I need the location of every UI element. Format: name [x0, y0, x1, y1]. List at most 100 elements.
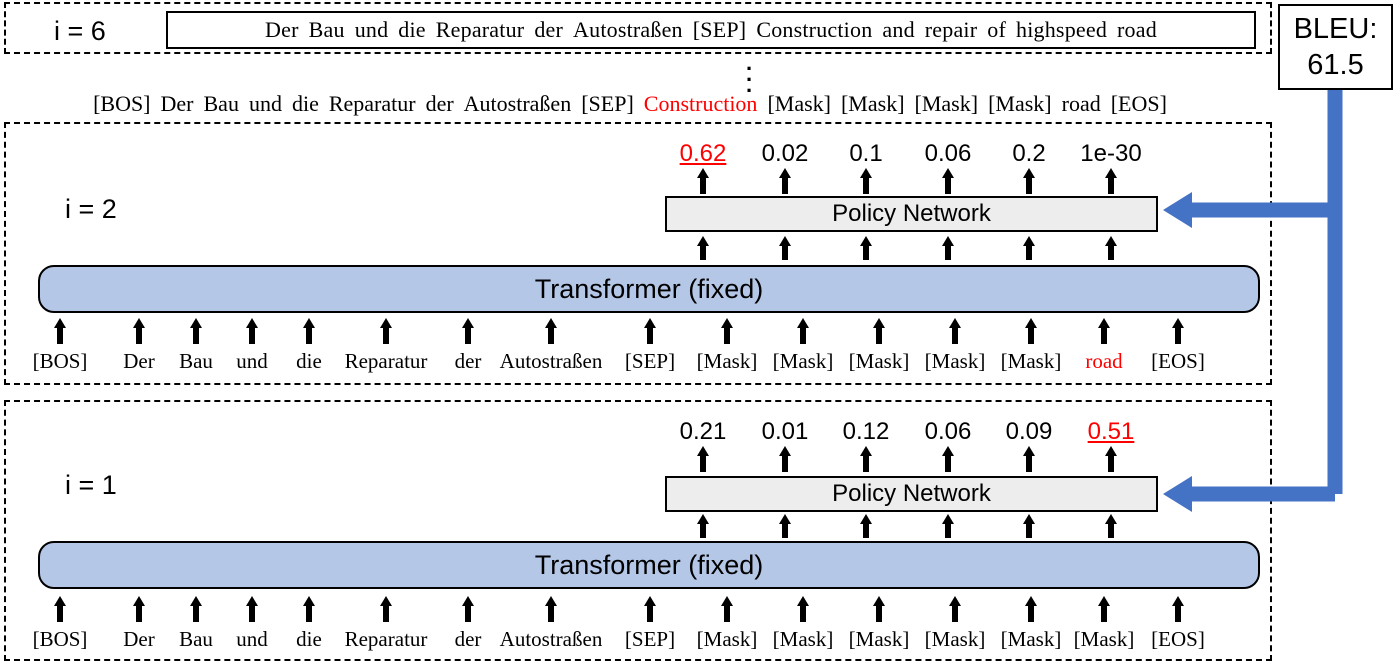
arrow-head-icon — [303, 318, 315, 328]
policy-input-arrow-icon-i1 — [1023, 514, 1035, 538]
input-arrow-icon-i1 — [190, 596, 202, 622]
input-arrow-icon-i2 — [54, 318, 66, 344]
sequence-token: Bau — [203, 91, 239, 116]
policy-input-arrow-icon-i2 — [1023, 236, 1035, 260]
sequence-token: and — [882, 17, 915, 42]
input-token-i1: und — [236, 627, 268, 651]
arrow-shaft — [1028, 605, 1034, 622]
arrow-shaft — [57, 327, 63, 344]
input-token-i2: der — [454, 349, 482, 373]
input-arrow-icon-i2 — [644, 318, 656, 344]
input-arrow-icon-i1 — [873, 596, 885, 622]
arrow-head-icon — [545, 596, 557, 606]
sequence-token: Construction — [756, 17, 873, 42]
arrow-head-icon — [462, 318, 474, 328]
arrow-shaft — [1026, 523, 1032, 538]
input-arrow-icon-i1 — [644, 596, 656, 622]
probability-label-i2: 0.2 — [1012, 140, 1046, 167]
arrow-head-icon — [949, 596, 961, 606]
arrow-shaft — [57, 605, 63, 622]
sequence-token: repair — [924, 17, 978, 42]
transformer-block-i2[interactable]: Transformer (fixed) — [38, 265, 1260, 313]
arrow-head-icon — [246, 596, 258, 606]
sequence-token: Der — [160, 91, 194, 116]
policy-input-arrow-icon-i2 — [697, 236, 709, 260]
policy-input-arrow-icon-i2 — [860, 236, 872, 260]
arrow-head-icon — [873, 596, 885, 606]
sequence-token: Bau — [308, 17, 345, 42]
arrow-shaft — [249, 327, 255, 344]
sequence-token: [Mask] — [767, 91, 831, 116]
probability-label-i1: 0.51 — [1087, 418, 1135, 445]
arrow-shaft — [249, 605, 255, 622]
arrow-shaft — [647, 605, 653, 622]
arrow-head-icon — [949, 318, 961, 328]
arrow-shaft — [700, 177, 706, 194]
arrow-head-icon — [942, 236, 954, 246]
policy-network-block-i2[interactable]: Policy Network — [665, 196, 1158, 232]
arrow-shaft — [548, 605, 554, 622]
policy-input-arrow-icon-i2 — [1105, 236, 1117, 260]
arrow-head-icon — [1105, 514, 1117, 524]
input-token-i1: die — [296, 627, 322, 651]
probability-label-i1: 0.06 — [924, 418, 972, 445]
probability-label-i2: 0.1 — [849, 140, 883, 167]
arrow-shaft — [1108, 245, 1114, 260]
input-arrow-icon-i2 — [462, 318, 474, 344]
policy-output-arrow-icon-i1 — [942, 446, 954, 472]
input-arrow-icon-i1 — [721, 596, 733, 622]
sequence-token: road — [1061, 91, 1101, 116]
arrow-head-icon — [1023, 446, 1035, 456]
arrow-shaft — [945, 245, 951, 260]
input-token-i1: [Mask] — [1000, 627, 1062, 651]
input-token-i2: road — [1085, 349, 1123, 373]
input-token-i2: [EOS] — [1151, 349, 1205, 373]
arrow-head-icon — [1105, 446, 1117, 456]
input-arrow-icon-i1 — [133, 596, 145, 622]
arrow-head-icon — [1023, 514, 1035, 524]
arrow-shaft — [306, 605, 312, 622]
arrow-shaft — [863, 523, 869, 538]
arrow-head-icon — [797, 318, 809, 328]
sequence-token: [SEP] — [581, 91, 634, 116]
arrow-head-icon — [133, 318, 145, 328]
arrow-head-icon — [1025, 596, 1037, 606]
step-label-i6: i = 6 — [54, 16, 106, 46]
sequence-token: Reparatur — [328, 91, 416, 116]
input-arrow-icon-i2 — [133, 318, 145, 344]
arrow-shaft — [876, 605, 882, 622]
sequence-token: [Mask] — [840, 91, 905, 116]
sequence-token: Autostraßen — [573, 17, 683, 42]
input-arrow-icon-i1 — [462, 596, 474, 622]
transformer-block-i1[interactable]: Transformer (fixed) — [38, 541, 1260, 589]
arrow-head-icon — [779, 236, 791, 246]
policy-network-block-i1[interactable]: Policy Network — [665, 476, 1158, 512]
arrow-shaft — [1108, 177, 1114, 194]
sequence-token: [Mask] — [988, 91, 1052, 116]
probability-label-i1: 0.09 — [1005, 418, 1053, 445]
input-token-i1: Autostraßen — [499, 627, 603, 651]
arrow-head-icon — [644, 318, 656, 328]
arrow-head-icon — [1105, 236, 1117, 246]
arrow-head-icon — [860, 168, 872, 178]
arrow-shaft — [945, 177, 951, 194]
input-arrow-icon-i2 — [303, 318, 315, 344]
input-arrow-icon-i2 — [873, 318, 885, 344]
arrow-shaft — [1101, 605, 1107, 622]
sequence-token: Autostraßen — [463, 91, 572, 116]
arrow-shaft — [1026, 455, 1032, 472]
policy-output-arrow-icon-i2 — [860, 168, 872, 194]
input-token-i2: und — [236, 349, 268, 373]
input-token-i2: Bau — [179, 349, 213, 373]
policy-input-arrow-icon-i1 — [779, 514, 791, 538]
probability-label-i2: 0.02 — [761, 140, 809, 167]
sequence-token: Der — [265, 17, 299, 42]
arrow-head-icon — [1098, 596, 1110, 606]
input-token-i2: Autostraßen — [499, 349, 603, 373]
arrow-shaft — [800, 327, 806, 344]
arrow-shaft — [782, 455, 788, 472]
input-arrow-icon-i2 — [1098, 318, 1110, 344]
